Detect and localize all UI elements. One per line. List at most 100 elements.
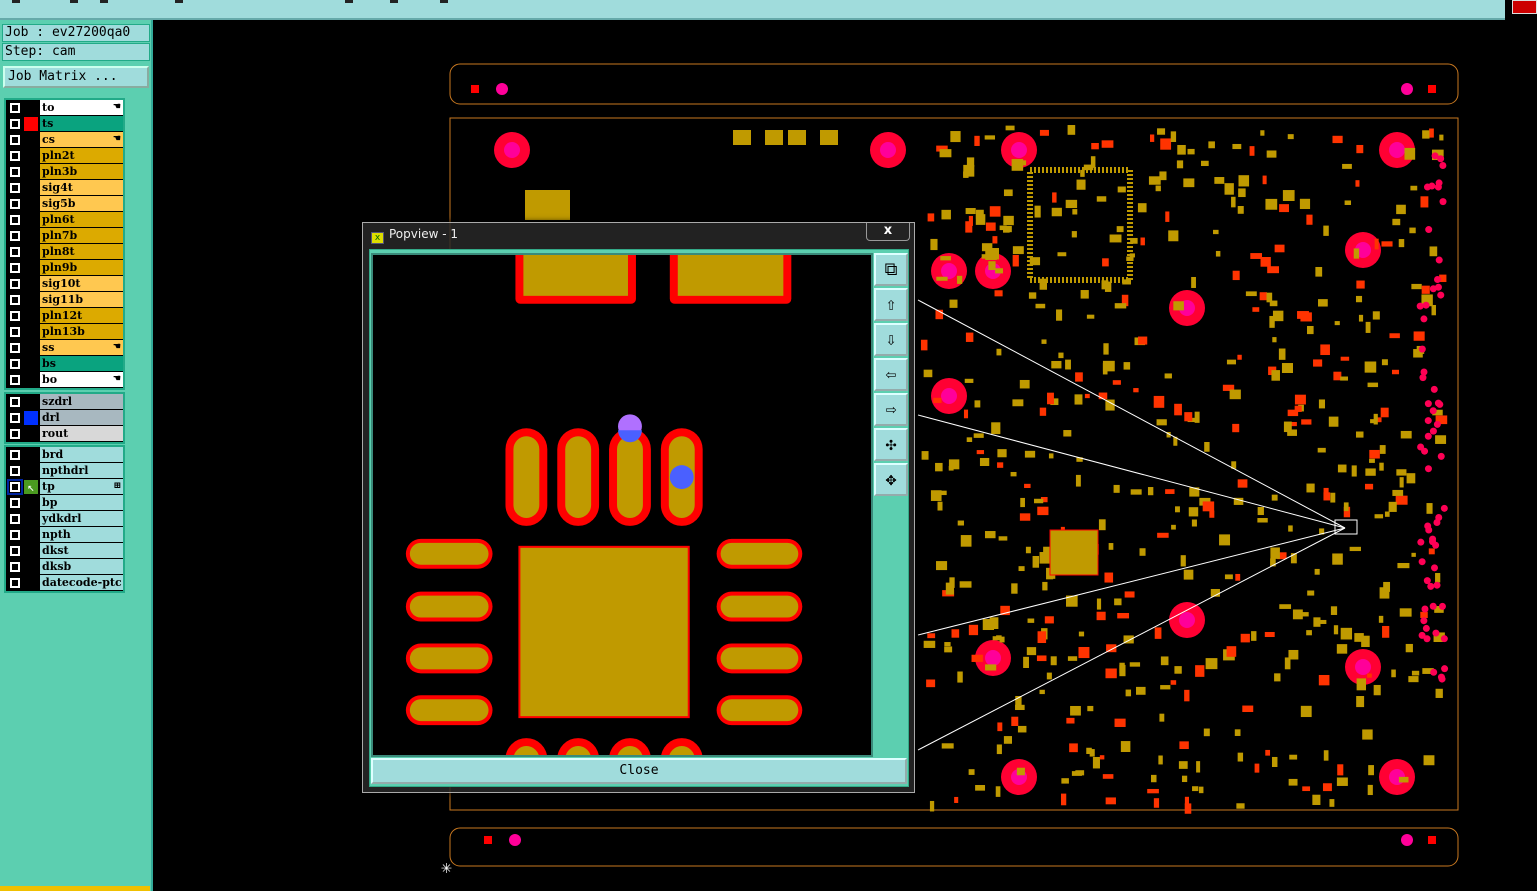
layer-checkbox[interactable]	[9, 278, 21, 290]
graphic-canvas[interactable]: ✳	[155, 20, 1537, 891]
layer-row-datecode-ptc[interactable]: datecode-ptc	[6, 575, 123, 591]
layer-checkbox[interactable]	[9, 214, 21, 226]
zoom-out-icon[interactable]: ✣	[874, 428, 908, 461]
layer-checkbox[interactable]	[9, 561, 21, 573]
layer-name[interactable]: cs☚	[40, 132, 123, 147]
layer-name[interactable]: brd	[40, 447, 123, 462]
layer-row-to[interactable]: to☚	[6, 100, 123, 116]
layer-row-rout[interactable]: rout	[6, 426, 123, 442]
layer-checkbox[interactable]	[9, 545, 21, 557]
layer-row-ydkdrl[interactable]: ydkdrl	[6, 511, 123, 527]
layer-checkbox[interactable]	[9, 396, 21, 408]
layer-name[interactable]: dkst	[40, 543, 123, 558]
layer-name[interactable]: bo☚	[40, 372, 123, 387]
layer-checkbox[interactable]	[9, 326, 21, 338]
layer-row-sig11b[interactable]: sig11b	[6, 292, 123, 308]
layer-name[interactable]: sig11b	[40, 292, 123, 307]
close-button[interactable]: Close	[371, 758, 907, 784]
layer-row-tp[interactable]: ↖tp⊞	[6, 479, 123, 495]
layer-checkbox[interactable]	[9, 513, 21, 525]
layer-checkbox[interactable]	[9, 465, 21, 477]
layer-name[interactable]: drl	[40, 410, 123, 425]
layer-checkbox[interactable]	[9, 449, 21, 461]
layer-name[interactable]: ydkdrl	[40, 511, 123, 526]
layer-name[interactable]: pln13b	[40, 324, 123, 339]
layer-name[interactable]: szdrl	[40, 394, 123, 409]
layer-checkbox[interactable]	[9, 358, 21, 370]
layer-name[interactable]: pln12t	[40, 308, 123, 323]
layer-row-pln13b[interactable]: pln13b	[6, 324, 123, 340]
pan-left-icon[interactable]: ⇦	[874, 358, 908, 391]
layer-row-pln9b[interactable]: pln9b	[6, 260, 123, 276]
pan-down-icon[interactable]: ⇩	[874, 323, 908, 356]
layer-row-szdrl[interactable]: szdrl	[6, 394, 123, 410]
layer-name[interactable]: sig4t	[40, 180, 123, 195]
layer-checkbox[interactable]	[9, 577, 21, 589]
layer-row-ss[interactable]: ss☚	[6, 340, 123, 356]
layer-name[interactable]: dksb	[40, 559, 123, 574]
layer-checkbox[interactable]	[9, 150, 21, 162]
layer-name[interactable]: pln8t	[40, 244, 123, 259]
layer-name[interactable]: sig5b	[40, 196, 123, 211]
layer-name[interactable]: ss☚	[40, 340, 123, 355]
layer-row-dksb[interactable]: dksb	[6, 559, 123, 575]
layer-row-sig5b[interactable]: sig5b	[6, 196, 123, 212]
window-close-button[interactable]: x	[866, 223, 910, 241]
layer-checkbox[interactable]	[9, 529, 21, 541]
layer-name[interactable]: npthdrl	[40, 463, 123, 478]
layer-checkbox[interactable]	[9, 118, 21, 130]
layer-checkbox[interactable]	[7, 479, 23, 495]
layer-checkbox[interactable]	[9, 198, 21, 210]
layer-row-sig10t[interactable]: sig10t	[6, 276, 123, 292]
layer-name[interactable]: pln9b	[40, 260, 123, 275]
layer-name[interactable]: datecode-ptc	[40, 575, 123, 590]
layer-name[interactable]: pln6t	[40, 212, 123, 227]
layer-checkbox[interactable]	[9, 294, 21, 306]
layer-row-pln12t[interactable]: pln12t	[6, 308, 123, 324]
layer-name[interactable]: ts	[40, 116, 123, 131]
zoom-home-icon[interactable]: ⧉	[874, 253, 908, 286]
layer-row-cs[interactable]: cs☚	[6, 132, 123, 148]
layer-checkbox[interactable]	[9, 412, 21, 424]
layer-checkbox[interactable]	[9, 230, 21, 242]
layer-name[interactable]: tp⊞	[40, 479, 123, 494]
layer-checkbox[interactable]	[9, 246, 21, 258]
layer-row-npth[interactable]: npth	[6, 527, 123, 543]
layer-row-brd[interactable]: brd	[6, 447, 123, 463]
layer-name[interactable]: bs	[40, 356, 123, 371]
layer-checkbox[interactable]	[9, 182, 21, 194]
layer-row-pln6t[interactable]: pln6t	[6, 212, 123, 228]
layer-row-bo[interactable]: bo☚	[6, 372, 123, 388]
zoom-in-icon[interactable]: ✥	[874, 463, 908, 496]
layer-checkbox[interactable]	[9, 342, 21, 354]
pan-right-icon[interactable]: ⇨	[874, 393, 908, 426]
layer-checkbox[interactable]	[9, 374, 21, 386]
layer-row-pln7b[interactable]: pln7b	[6, 228, 123, 244]
popview-canvas[interactable]	[371, 253, 873, 757]
layer-row-pln2t[interactable]: pln2t	[6, 148, 123, 164]
layer-checkbox[interactable]	[9, 497, 21, 509]
layer-row-ts[interactable]: ts	[6, 116, 123, 132]
layer-checkbox[interactable]	[9, 134, 21, 146]
layer-checkbox[interactable]	[9, 166, 21, 178]
pan-up-icon[interactable]: ⇧	[874, 288, 908, 321]
layer-name[interactable]: pln3b	[40, 164, 123, 179]
layer-name[interactable]: bp	[40, 495, 123, 510]
layer-name[interactable]: pln2t	[40, 148, 123, 163]
job-matrix-button[interactable]: Job Matrix ...	[3, 66, 149, 88]
layer-row-drl[interactable]: drl	[6, 410, 123, 426]
layer-row-bs[interactable]: bs	[6, 356, 123, 372]
layer-name[interactable]: rout	[40, 426, 123, 441]
layer-name[interactable]: pln7b	[40, 228, 123, 243]
layer-row-pln8t[interactable]: pln8t	[6, 244, 123, 260]
layer-name[interactable]: npth	[40, 527, 123, 542]
layer-checkbox[interactable]	[9, 428, 21, 440]
layer-row-sig4t[interactable]: sig4t	[6, 180, 123, 196]
layer-name[interactable]: sig10t	[40, 276, 123, 291]
layer-name[interactable]: to☚	[40, 100, 123, 115]
layer-row-npthdrl[interactable]: npthdrl	[6, 463, 123, 479]
layer-checkbox[interactable]	[9, 310, 21, 322]
layer-checkbox[interactable]	[9, 102, 21, 114]
layer-checkbox[interactable]	[9, 262, 21, 274]
layer-row-bp[interactable]: bp	[6, 495, 123, 511]
